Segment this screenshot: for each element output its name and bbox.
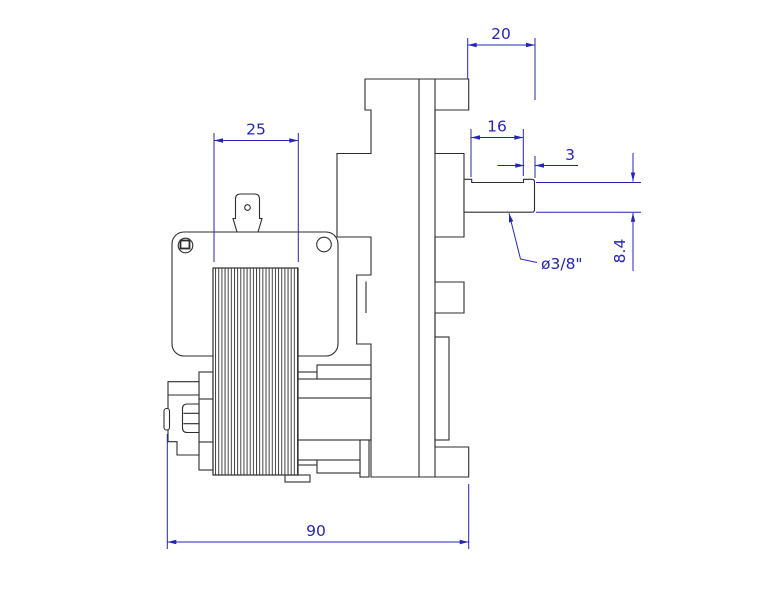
dim-shaft-overall-length: 20 xyxy=(467,25,536,178)
arrowhead xyxy=(535,163,544,168)
dim-terminal-mount-width: 25 xyxy=(213,121,299,262)
dim-overall-length: 90 xyxy=(166,434,470,549)
lower-tie-bar-step xyxy=(297,459,318,466)
dim-label-90: 90 xyxy=(306,522,326,540)
arrowhead xyxy=(167,539,177,545)
screw-hole-right xyxy=(316,236,332,253)
upper-tie-bar-step xyxy=(297,371,318,380)
dim-shaft-tip-length: 3 xyxy=(497,146,578,168)
arrowhead xyxy=(630,212,636,222)
gearbox-outline xyxy=(336,78,470,478)
output-shaft xyxy=(463,178,536,213)
shaft-outline xyxy=(463,178,536,213)
shaft-hex-nut xyxy=(181,403,200,434)
spade-terminal xyxy=(232,193,263,233)
motor-assembly xyxy=(163,193,372,483)
dim-label-16: 16 xyxy=(487,118,507,136)
arrowhead xyxy=(509,213,514,223)
arrowhead xyxy=(515,163,525,168)
lamination-stack xyxy=(212,267,299,476)
bearing-column xyxy=(198,371,214,471)
terminal-hole xyxy=(244,204,251,211)
gearbox-side-slot xyxy=(434,336,450,441)
shaft-diameter-callout: ø3/8" xyxy=(508,213,583,273)
arrowhead xyxy=(467,42,477,48)
dim-label-20: 20 xyxy=(491,25,511,43)
screw-slot-left xyxy=(179,239,191,250)
dim-label-8-4: 8.4 xyxy=(611,239,629,264)
base-plate-stub xyxy=(284,474,311,483)
arrowhead xyxy=(214,138,223,143)
arrowhead xyxy=(630,172,636,182)
leader-line xyxy=(508,213,538,263)
upper-tie-bar xyxy=(316,364,372,380)
dim-shaft-flat-length: 16 xyxy=(470,118,524,177)
center-hub-block xyxy=(296,397,372,441)
arrowhead xyxy=(526,42,535,48)
shaft-end-cap xyxy=(163,407,171,431)
arrowhead xyxy=(459,539,469,545)
dim-label-25: 25 xyxy=(246,121,266,139)
dim-label-diameter: ø3/8" xyxy=(541,255,583,273)
hub-support-column xyxy=(359,439,370,478)
dim-shaft-flat-height: 8.4 xyxy=(536,153,641,271)
arrowhead xyxy=(471,135,480,140)
gearbox-housing xyxy=(336,78,470,478)
arrowhead xyxy=(289,138,299,143)
lower-tie-bar xyxy=(316,459,361,474)
dim-label-3: 3 xyxy=(565,146,575,164)
arrowhead xyxy=(514,135,524,140)
